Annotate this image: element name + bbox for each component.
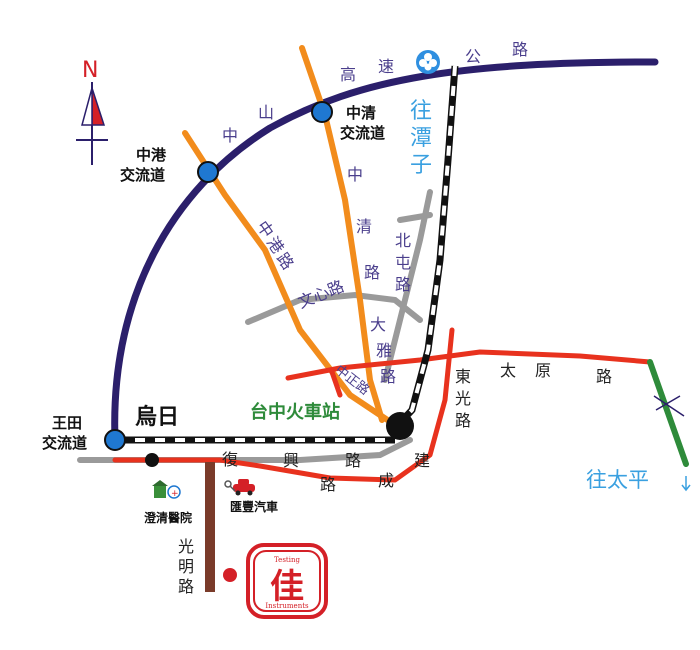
svg-text:高: 高 [340, 65, 356, 84]
wuri-label: 烏日 [135, 404, 179, 430]
svg-text:成: 成 [378, 471, 394, 490]
zhongshan-freeway-label: 中 山 高 速 公 路 [222, 40, 528, 145]
chenggong-road-label: 成 建 [378, 451, 430, 490]
svg-text:路: 路 [455, 411, 471, 430]
zhonggang-road-line [182, 130, 398, 428]
svg-text:路: 路 [512, 40, 528, 59]
wenxin-road-line [245, 291, 423, 325]
logo-bottom-text: Instruments [265, 602, 309, 610]
svg-text:公: 公 [465, 47, 481, 66]
key-icon [224, 480, 236, 492]
svg-text:往: 往 [410, 99, 432, 124]
to-tanzi-label: 往 潭 子 [410, 99, 432, 178]
svg-text:路: 路 [178, 577, 194, 596]
taichung-station-marker[interactable] [386, 412, 414, 440]
svg-text:清: 清 [356, 217, 372, 236]
svg-text:大: 大 [370, 315, 386, 334]
fuxing-road-label: 復 興 路 路 [222, 450, 361, 494]
dongguang-road-label: 東 光 路 [455, 367, 471, 430]
svg-text:屯: 屯 [395, 253, 411, 272]
svg-text:明: 明 [178, 557, 194, 576]
zhongqing-interchange-marker[interactable] [311, 101, 333, 123]
zhongqing-interchange-label: 中清 交流道 [340, 104, 385, 142]
svg-text:原: 原 [535, 361, 551, 380]
zhonggang-interchange-marker[interactable] [197, 161, 219, 183]
svg-text:興: 興 [283, 451, 299, 470]
svg-text:路: 路 [380, 367, 396, 386]
taichung-station-label: 台中火車站 [250, 401, 340, 423]
svg-text:路: 路 [395, 275, 411, 294]
svg-text:山: 山 [258, 103, 274, 122]
svg-text:路: 路 [345, 451, 361, 470]
svg-text:中清: 中清 [346, 104, 376, 122]
to-taiping-road-line [647, 359, 689, 467]
beitun-road-label: 北 屯 路 [395, 231, 411, 294]
wuri-label-backdrop [130, 395, 215, 433]
hospital-label: 澄清醫院 [144, 510, 192, 525]
fuxing-road-line [112, 327, 455, 483]
svg-text:+: + [171, 489, 179, 499]
svg-text:潭: 潭 [410, 126, 432, 151]
svg-text:光: 光 [455, 389, 471, 408]
zhongzheng-road-red [329, 369, 343, 398]
svg-text:路: 路 [364, 263, 380, 282]
daya-road-label: 大 雅 路 [370, 315, 396, 386]
company-logo[interactable]: Testing 佳 Instruments [246, 543, 328, 619]
zhonggang-interchange-label: 中港 交流道 [120, 146, 167, 184]
to-taiping-label: 往太平 [586, 468, 649, 492]
wangtian-interchange-label: 王田 交流道 [42, 414, 87, 452]
svg-text:中港: 中港 [136, 146, 167, 164]
svg-text:東: 東 [455, 367, 471, 386]
hospital-icon: + [152, 480, 181, 499]
road-cross-mark [653, 395, 685, 417]
connector-gray [397, 212, 433, 223]
svg-text:交流道: 交流道 [42, 434, 87, 452]
svg-text:復: 復 [222, 450, 238, 469]
svg-text:路: 路 [320, 475, 336, 494]
logo-char: 佳 [270, 567, 304, 607]
zhongshan-freeway-line [111, 58, 659, 444]
taiyuan-road-label: 太 原 路 [500, 361, 612, 386]
svg-text:路: 路 [596, 367, 612, 386]
svg-text:光: 光 [178, 537, 194, 556]
svg-text:中: 中 [347, 165, 363, 184]
red-roads [112, 327, 653, 483]
svg-text:王田: 王田 [52, 414, 82, 432]
car-icon [233, 479, 255, 496]
svg-text:子: 子 [410, 153, 432, 178]
svg-text:建: 建 [414, 451, 430, 470]
freeway-badge-icon [416, 50, 440, 74]
logo-top-text: Testing [274, 556, 300, 564]
svg-text:北: 北 [395, 231, 411, 250]
wuri-junction-dot [145, 453, 159, 467]
zhongqing-road-label: 中 清 路 [347, 165, 380, 282]
railway-line [115, 65, 459, 444]
svg-text:雅: 雅 [376, 341, 392, 360]
destination-dot[interactable] [223, 568, 237, 582]
car-dealer-label: 匯豐汽車 [230, 499, 278, 514]
svg-text:太: 太 [500, 361, 516, 380]
svg-text:速: 速 [378, 57, 394, 76]
north-arrow-icon [76, 82, 108, 165]
svg-text:中: 中 [222, 126, 238, 145]
arrow-down-icon [681, 476, 691, 492]
north-label: N [82, 58, 98, 83]
guangming-road-label: 光 明 路 [178, 537, 194, 596]
wangtian-interchange-marker[interactable] [104, 429, 126, 451]
svg-text:交流道: 交流道 [340, 124, 385, 142]
svg-text:交流道: 交流道 [120, 166, 165, 184]
wenxin-road-label: 文心路 [295, 277, 347, 313]
